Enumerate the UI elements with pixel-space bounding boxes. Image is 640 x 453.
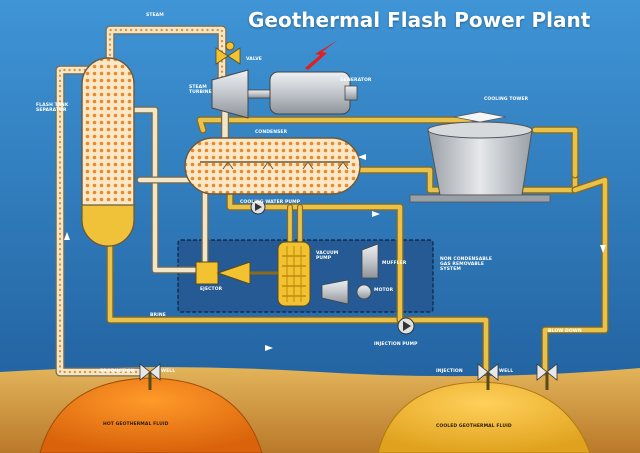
label-cooling-tower: COOLING TOWER [484,97,529,102]
condenser [184,137,361,195]
label-ejector: EJECTOR [200,287,223,292]
motor-icon [321,279,372,305]
label-cooling-water-pump: COOLING WATER PUMP [240,200,301,205]
label-ncg-system: NON CONDENSABLE GAS REMOVABLE SYSTEM [440,257,492,272]
arrow-icon [64,154,606,351]
flash-tank-separator [81,57,135,247]
label-blow-down: BLOW DOWN [548,329,582,334]
vacuum-pump [277,241,311,307]
fan-icon [453,111,507,123]
label-valve: VALVE [246,57,262,62]
cooling-tower [409,121,551,203]
page-title: Geothermal Flash Power Plant [248,8,591,32]
cooled-geothermal-reservoir [377,381,591,453]
turbine-shaft [247,89,273,99]
label-injection: INJECTION [436,369,463,374]
label-injection-pump: INJECTION PUMP [374,342,418,347]
label-brine: BRINE [150,313,166,318]
label-well-right: WELL [499,369,514,374]
label-steam-turbine: STEAM TURBINE [189,85,212,95]
label-generator: GENERATOR [340,78,372,83]
label-condenser: CONDENSER [255,130,288,135]
injection-pump-icon [397,317,415,335]
lightning-icon [305,40,338,70]
label-vacuum-pump: VACUUM PUMP [316,251,339,261]
valve-icon [215,41,241,65]
steam-turbine [211,69,249,119]
steam-piping [55,25,229,377]
label-well-left: WELL [161,369,176,374]
well-casings [148,372,549,390]
liquid-piping [106,116,609,376]
label-hot-fluid: HOT GEOTHERMAL FLUID [103,422,169,427]
label-muffler: MUFFLER [382,261,407,266]
ejector-icon [195,261,251,285]
label-production: PRODUCTION [100,369,135,374]
label-steam: STEAM [146,13,164,18]
pump-icon [250,199,266,215]
muffler-icon [361,243,379,279]
label-cooled-fluid: COOLED GEOTHERMAL FLUID [436,424,512,429]
label-motor: MOTOR [374,288,394,293]
label-flash-tank: FLASH TANK SEPARATOR [36,103,69,113]
generator [269,71,358,115]
